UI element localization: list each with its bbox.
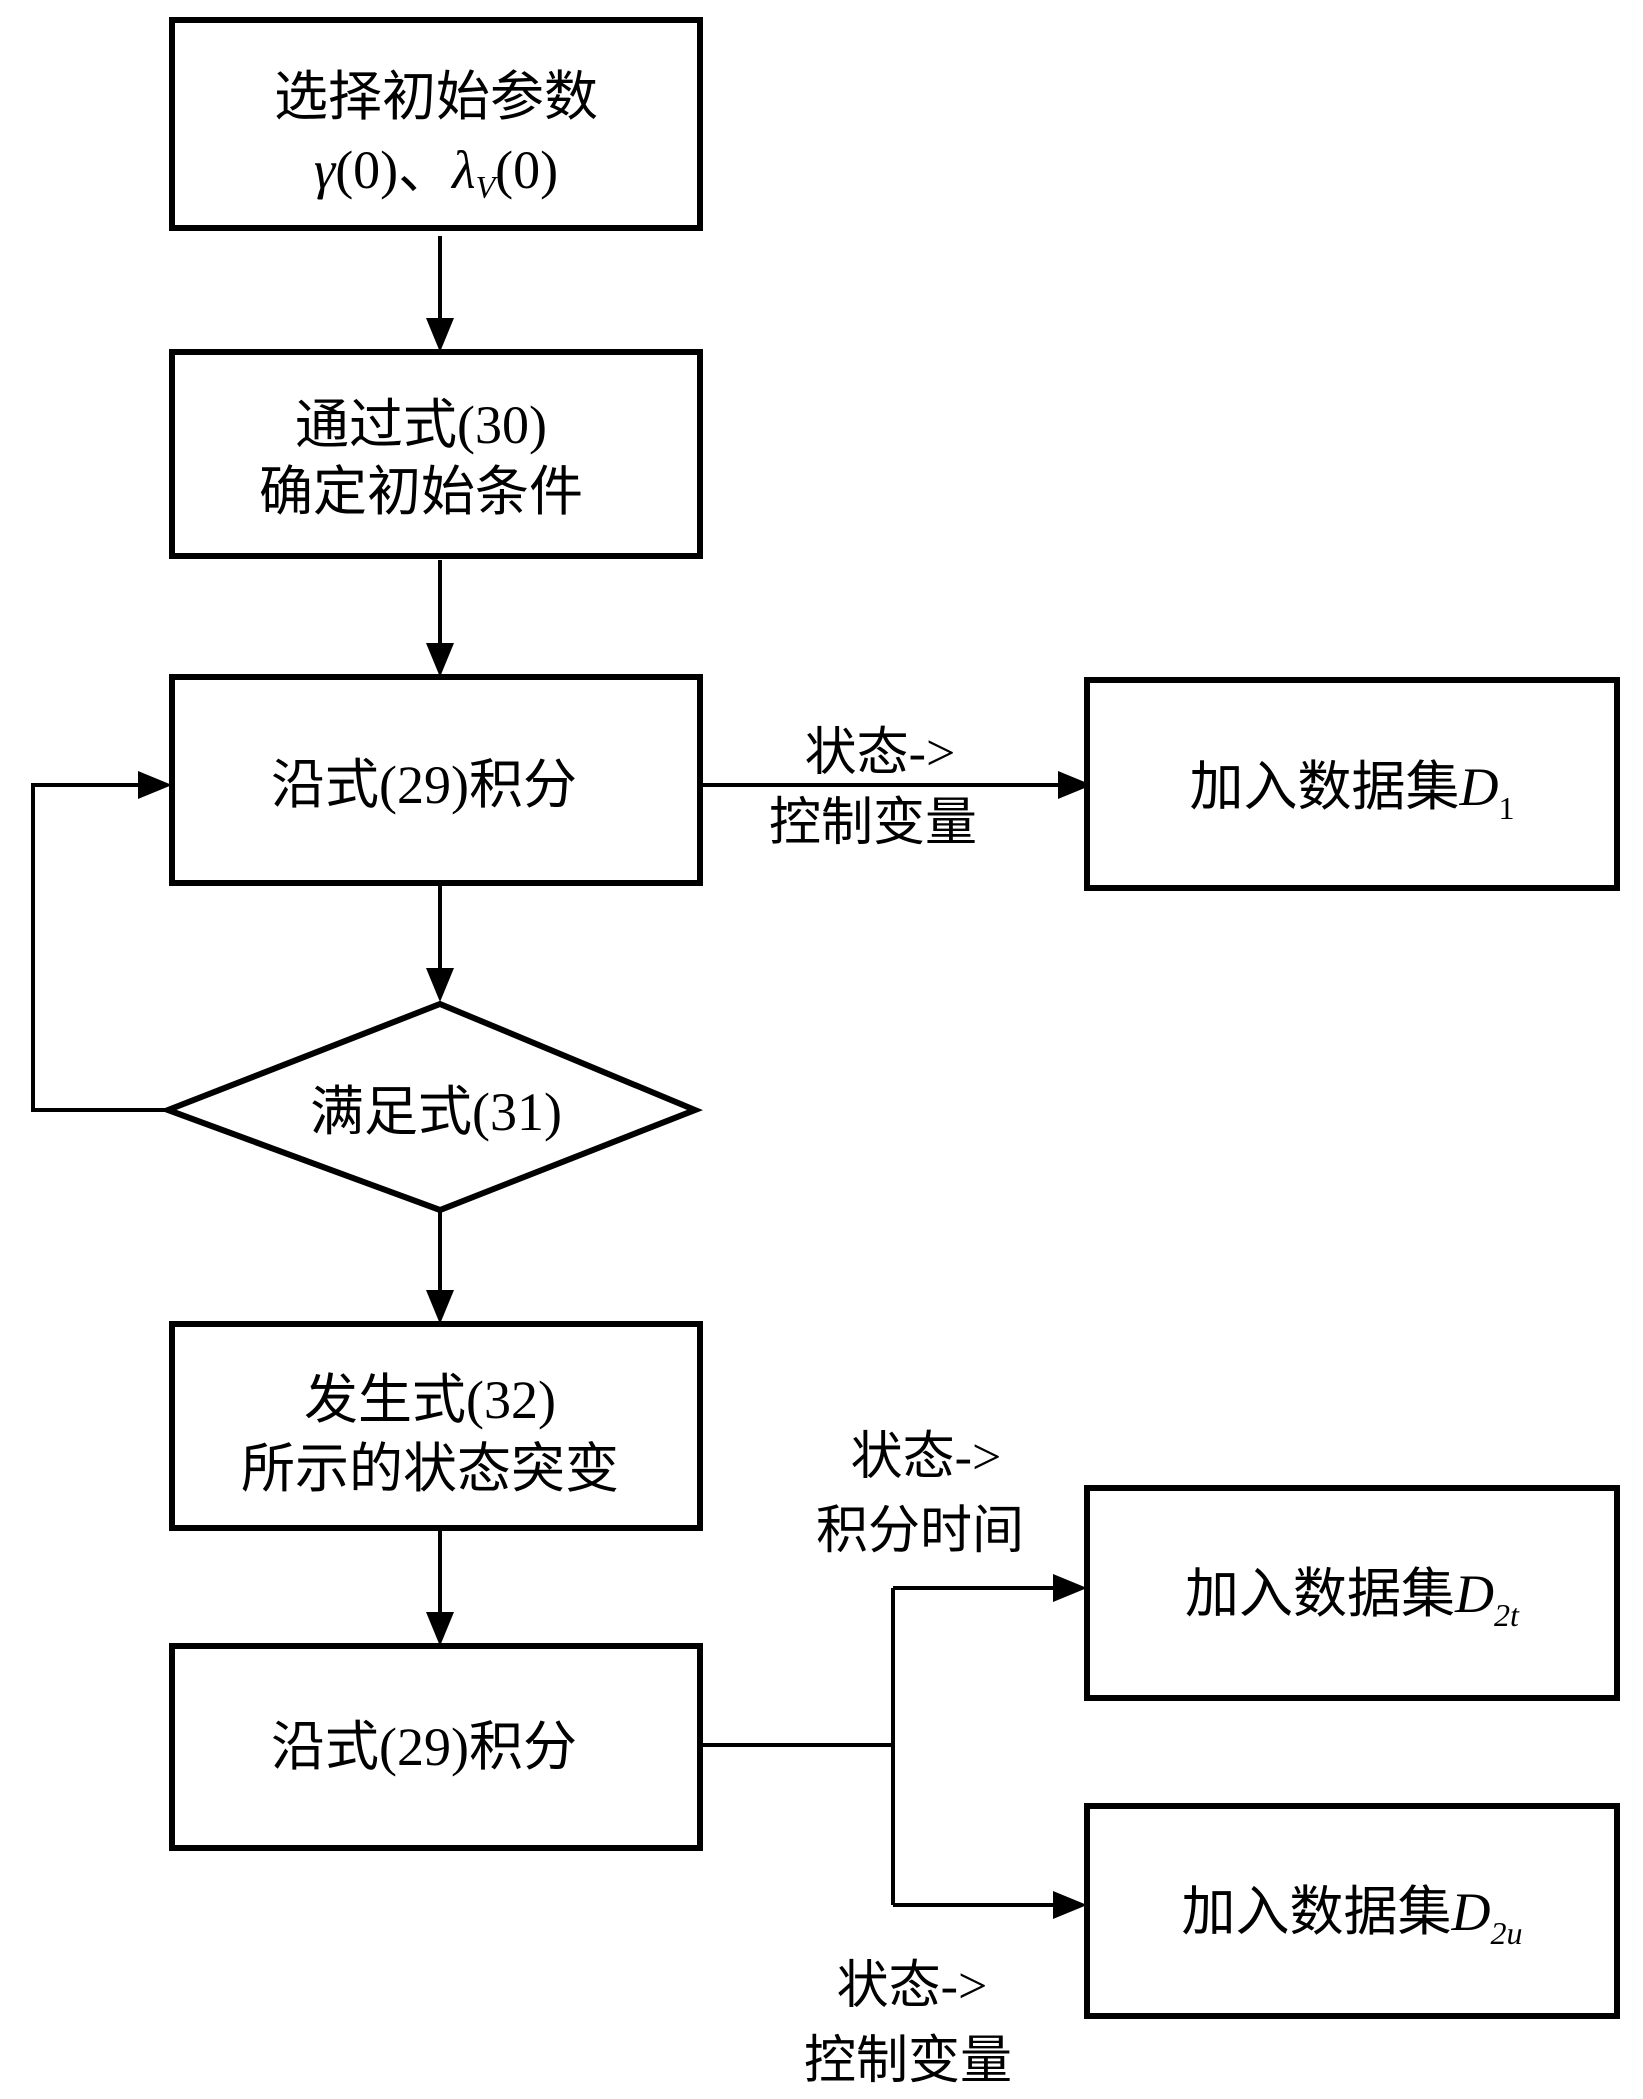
node-start-line2: γ(0)、λV(0) xyxy=(314,140,558,205)
node-integrate2: 沿式(29)积分 xyxy=(169,1643,703,1851)
node-jump-line2: 所示的状态突变 xyxy=(241,1439,619,1499)
arrowhead xyxy=(1053,1574,1087,1602)
edge-label-to-d2t-line1: 状态-> xyxy=(851,1429,1002,1486)
edge-label-to-d2u-line2: 控制变量 xyxy=(804,2033,1012,2090)
node-d1: 加入数据集D1 xyxy=(1084,677,1620,891)
arrowhead xyxy=(426,1290,454,1324)
edge-label-to-d1: 状态-> 控制变量 xyxy=(769,725,977,852)
edge-label-to-d1-line1: 状态-> xyxy=(805,725,956,782)
arrowhead xyxy=(1058,771,1092,799)
node-d1-text: 加入数据集D1 xyxy=(1190,757,1515,826)
node-init-line1: 通过式(30) xyxy=(295,395,547,455)
connectors xyxy=(31,236,1092,1919)
node-jump: 发生式(32) 所示的状态突变 xyxy=(169,1321,703,1531)
edge-label-to-d2t-line2: 积分时间 xyxy=(816,1503,1024,1560)
arrowhead xyxy=(426,318,454,352)
node-d2u-text: 加入数据集D2u xyxy=(1182,1882,1523,1951)
node-integrate1-text: 沿式(29)积分 xyxy=(271,755,577,815)
edge-label-to-d1-line2: 控制变量 xyxy=(769,795,977,852)
arrow-loop-back xyxy=(31,783,165,1112)
edge-label-to-d2u-line1: 状态-> xyxy=(837,1958,988,2015)
node-condition: 满足式(31) xyxy=(159,1000,704,1214)
decision-diamond xyxy=(159,1000,704,1214)
node-start: 选择初始参数 γ(0)、λV(0) xyxy=(169,17,703,231)
arrowhead xyxy=(1053,1891,1087,1919)
node-condition-text: 满足式(31) xyxy=(310,1082,562,1142)
node-d2u: 加入数据集D2u xyxy=(1084,1803,1620,2019)
node-start-line1: 选择初始参数 xyxy=(274,67,598,127)
arrowhead xyxy=(138,771,172,799)
node-integrate2-text: 沿式(29)积分 xyxy=(271,1717,577,1777)
node-init: 通过式(30) 确定初始条件 xyxy=(169,349,703,559)
node-integrate1: 沿式(29)积分 xyxy=(169,674,703,886)
node-jump-line1: 发生式(32) xyxy=(304,1370,556,1430)
arrowhead xyxy=(426,968,454,1002)
arrowhead xyxy=(426,1612,454,1646)
node-d2t-text: 加入数据集D2t xyxy=(1185,1564,1520,1633)
node-init-line2: 确定初始条件 xyxy=(259,462,583,522)
node-d2t: 加入数据集D2t xyxy=(1084,1485,1620,1701)
edge-label-to-d2u: 状态-> 控制变量 xyxy=(804,1958,1012,2090)
arrowhead xyxy=(426,643,454,677)
edge-label-to-d2t: 状态-> 积分时间 xyxy=(816,1429,1024,1560)
